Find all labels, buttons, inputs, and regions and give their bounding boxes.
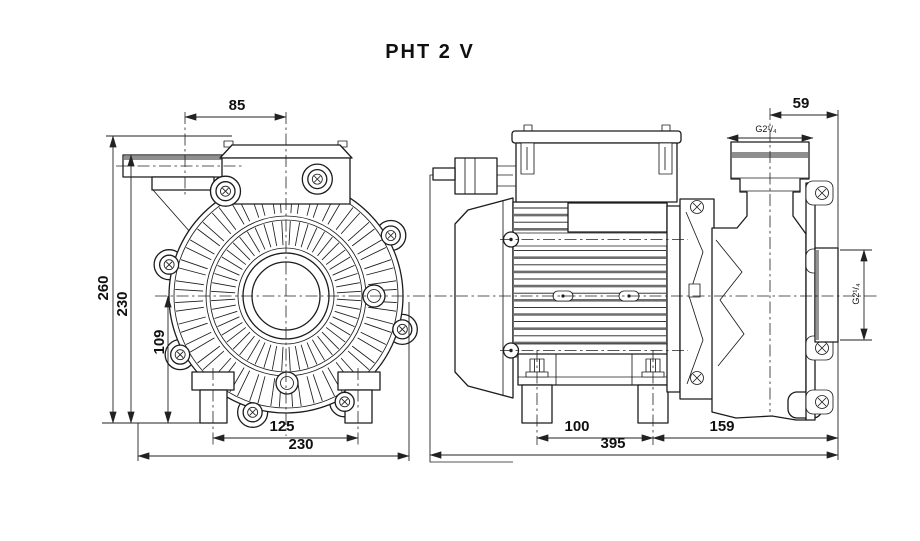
- suction-flange: [690, 180, 839, 421]
- dim-overall-height: 260: [95, 275, 112, 300]
- dim-port-to-axis: 85: [229, 97, 246, 114]
- dimension-overall-height: 260: [95, 135, 117, 424]
- centerlines: [116, 108, 878, 445]
- dimension-overall-width: 230: [137, 436, 410, 460]
- dimension-discharge-thread: G2¹/₄: [726, 124, 814, 142]
- dimension-axis-to-base: 109: [151, 295, 172, 424]
- dimension-port-to-axis: 85: [184, 97, 287, 121]
- motor-body: [502, 201, 668, 359]
- cable-connector: [432, 157, 516, 195]
- dim-discharge-thread: G2¹/₄: [755, 124, 777, 134]
- fan-cover-inner-fins: [211, 221, 361, 371]
- dim-front-foot-spacing: 125: [269, 418, 294, 435]
- side-base-and-feet: [517, 353, 671, 424]
- dim-overall-length: 395: [600, 435, 625, 452]
- dim-foot-to-face: 159: [709, 418, 734, 435]
- dimensions: 85 260 230 109 125 230 59 G2¹/₄: [95, 95, 872, 461]
- lifting-bosses: [552, 290, 640, 302]
- dimension-suction-thread: G2¹/₄: [851, 249, 868, 341]
- drawing-title: PHT 2 V: [385, 41, 475, 63]
- nameplate: [567, 202, 668, 233]
- dimension-front-foot-spacing: 125: [212, 418, 359, 442]
- housing-screws: [158, 168, 413, 423]
- housing-boss-bottom: [275, 371, 299, 395]
- front-feet: [191, 371, 381, 424]
- dim-body-height: 230: [114, 291, 131, 316]
- dimension-side-foot-spacing: 100: [536, 418, 654, 442]
- front-discharge-stub: [122, 154, 234, 259]
- motor-pump-bracket: [666, 198, 715, 400]
- side-view: [429, 124, 839, 463]
- dimension-body-height: 230: [114, 154, 135, 424]
- side-fan-cover: [454, 197, 514, 399]
- side-terminal-box: [511, 124, 682, 203]
- dim-axis-to-base: 109: [151, 329, 168, 354]
- dimension-port-to-face: 59: [769, 95, 839, 119]
- dimension-overall-length: 395: [429, 435, 839, 459]
- dim-port-to-face: 59: [793, 95, 810, 112]
- front-view: [122, 140, 418, 428]
- dim-overall-width: 230: [288, 436, 313, 453]
- dimension-foot-to-face: 159: [652, 418, 839, 442]
- dim-suction-thread: G2¹/₄: [851, 283, 861, 305]
- dim-side-foot-spacing: 100: [564, 418, 589, 435]
